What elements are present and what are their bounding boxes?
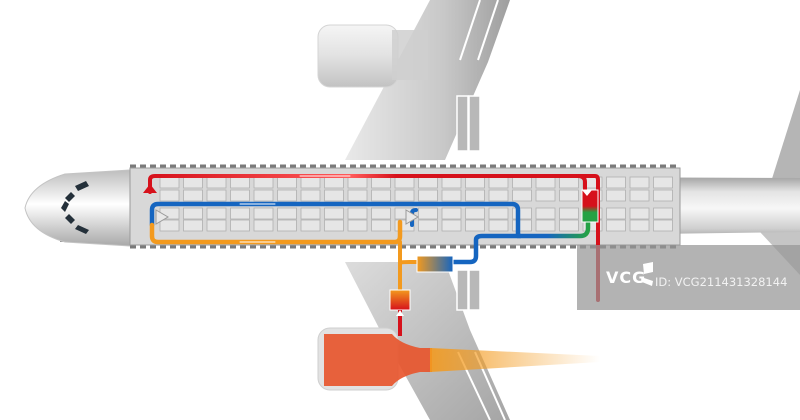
cabin-inlet-arrow-icon bbox=[405, 209, 419, 225]
watermark-burst-icon bbox=[642, 262, 653, 286]
recirculation-duct bbox=[517, 217, 591, 239]
watermark-logo: VCG bbox=[606, 268, 647, 287]
pack-unit bbox=[389, 289, 411, 311]
upper-engine bbox=[317, 24, 428, 88]
watermark-id: ID: VCG211431328144 bbox=[655, 275, 788, 289]
cockpit-windows bbox=[61, 181, 89, 234]
bleed-air-duct bbox=[149, 219, 422, 292]
watermark-banner bbox=[577, 245, 800, 310]
cabin-inlet-arrow-icon bbox=[155, 209, 169, 225]
heat-exchanger bbox=[416, 255, 454, 273]
lower-engine-highlighted bbox=[317, 327, 600, 391]
cabin-seat-rows bbox=[159, 176, 673, 232]
mixing-unit bbox=[581, 189, 599, 223]
